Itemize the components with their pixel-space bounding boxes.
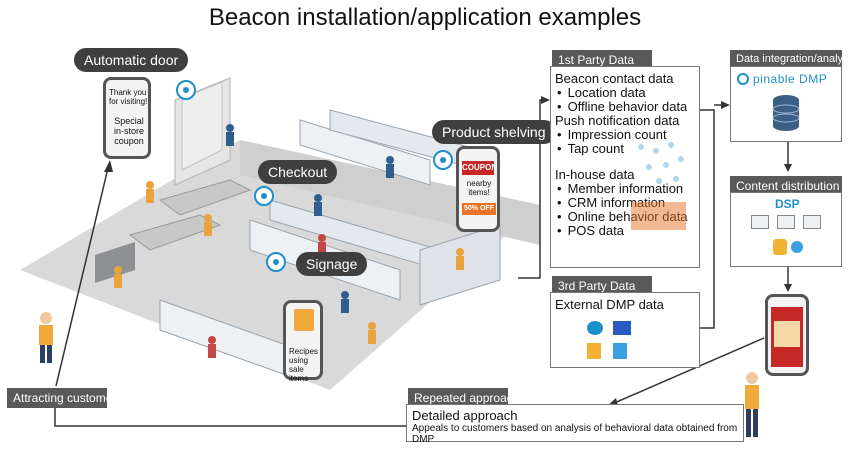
pos-graphic [631,202,686,230]
item-tap-count: Tap count [555,142,695,156]
item-location-data: Location data [555,86,695,100]
group-title-inhouse: In-house data [555,167,635,182]
beacon-icon [176,80,196,100]
beacon-icon [266,252,286,272]
door-phone-greeting: Thank you for visiting! [109,88,148,106]
callout-automatic-door: Automatic door [74,48,189,72]
door-phone-offer: Special in-store coupon [113,116,144,146]
database-icon [772,95,800,131]
shelf-1 [299,119,431,186]
third-party-header: 3rd Party Data [552,276,652,296]
distribution-header: Content distribution [730,176,842,196]
atm [95,242,135,283]
detailed-approach-title: Detailed approach [412,408,518,423]
checkout-counter-2 [158,179,252,216]
signage-phone-text: Recipes using sale items [289,347,318,383]
chart-icon [587,343,601,359]
gear-icon [791,241,803,253]
integration-header: Data integration/analysis [730,50,850,68]
globe-icon [587,321,603,335]
attracting-customers-label: Attracting customers [7,388,122,408]
dsp-label: DSP [775,197,800,211]
detailed-approach-desc: Appeals to customers based on analysis o… [412,423,738,445]
monitor-icon [777,215,795,229]
customer-left [40,312,52,324]
database-icon [773,239,787,255]
third-party-body: External DMP data [555,297,664,312]
beacon-icon [254,186,274,206]
beacon-icon [433,150,453,170]
integration-box: pinable DMP [730,66,842,142]
distribution-box: DSP [730,192,842,267]
third-party-box: External DMP data [550,292,700,368]
callout-checkout: Checkout [258,160,338,184]
door-phone: Thank you for visiting! Special in-store… [103,77,151,159]
window-icon [613,321,631,335]
document-icon [613,343,627,359]
group-title-beacon: Beacon contact data [555,71,674,86]
dmp-logo-icon [737,73,749,85]
item-member-info: Member information [555,182,695,196]
map-graphic [631,137,691,197]
signage-phone: Recipes using sale items [283,300,323,383]
first-party-header: 1st Party Data [552,50,652,70]
dmp-brand: pinable DMP [753,72,828,86]
dsp-icon [751,215,769,229]
coupon-label: COUPON [462,161,497,175]
shelf-phone: COUPON nearby items! 50% OFF [456,146,500,232]
content-phone [765,294,809,376]
item-pos-data: POS data [555,224,695,238]
callout-product-shelving: Product shelving [432,120,556,144]
checkout-counter-1 [128,214,222,251]
repeated-approach-box: Detailed approach Appeals to customers b… [406,404,744,445]
callout-signage: Signage [296,252,368,276]
coupon-discount: 50% OFF [462,203,496,215]
content-screen [771,307,803,367]
first-party-box: Beacon contact data Location data Offlin… [550,66,700,268]
recipe-book-icon [294,309,314,331]
item-impression-count: Impression count [555,128,695,142]
coupon-nearby: nearby items! [466,179,492,197]
monitor-icon [803,215,821,229]
group-title-push: Push notification data [555,113,680,128]
repeated-approach-header: Repeated approach [408,388,519,408]
customer-right [746,372,758,384]
item-offline-behavior: Offline behavior data [555,100,695,114]
page-title: Beacon installation/application examples [208,4,642,31]
shelf-5 [159,299,301,381]
